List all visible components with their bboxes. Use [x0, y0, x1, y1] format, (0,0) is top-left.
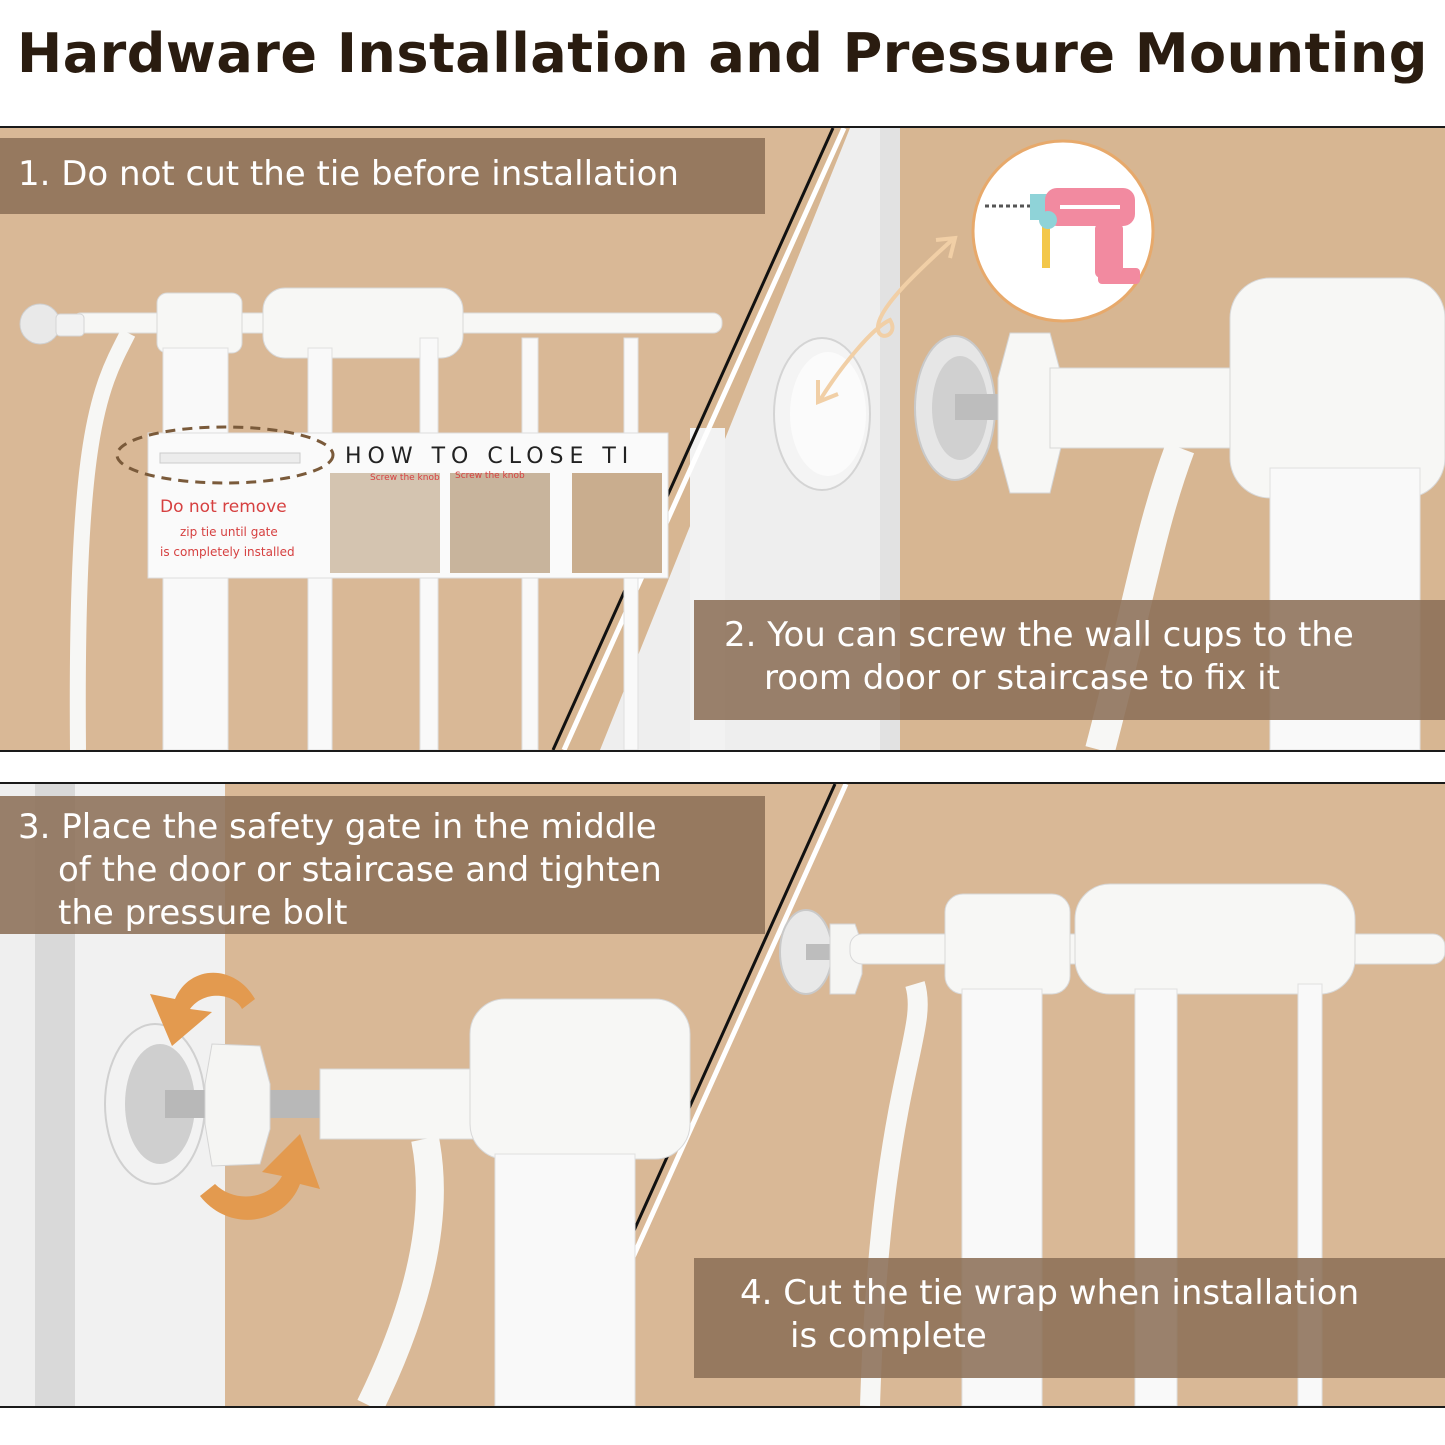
step-3-caption: 3. Place the safety gate in the middle o… — [0, 796, 765, 934]
label-note-1: zip tie until gate — [180, 525, 278, 539]
step-3-text-line-2: of the door or staircase and tighten — [58, 850, 662, 890]
step-3-text-line-3: the pressure bolt — [58, 893, 348, 933]
label-thumb-2: Screw the knob — [455, 471, 525, 481]
instruction-label-card: HOW TO CLOSE TI Do not remove zip tie un… — [115, 425, 669, 579]
rotate-arrows-icon — [150, 972, 320, 1220]
label-thumb-1: Screw the knob — [370, 473, 440, 483]
wall-cup-detached — [773, 337, 871, 491]
pressure-bolt-assembly — [104, 998, 691, 1406]
row-bottom-artwork — [0, 784, 1445, 1406]
label-warning: Do not remove — [160, 497, 287, 517]
step-2-caption: 2. You can screw the wall cups to the ro… — [694, 600, 1445, 720]
step-1-text: 1. Do not cut the tie before installatio… — [18, 154, 679, 194]
step-2-text-line-1: 2. You can screw the wall cups to the — [724, 615, 1354, 655]
page-title: Hardware Installation and Pressure Mount… — [17, 22, 1428, 85]
row-top: HOW TO CLOSE TI Do not remove zip tie un… — [0, 126, 1445, 752]
step-4-caption: 4. Cut the tie wrap when installation is… — [694, 1258, 1445, 1378]
step-2-text-line-2: room door or staircase to fix it — [764, 658, 1280, 698]
step-4-text-line-2: is complete — [790, 1316, 987, 1356]
label-note-2: is completely installed — [160, 545, 295, 559]
label-heading: HOW TO CLOSE TI — [345, 444, 634, 469]
step-4-text-line-1: 4. Cut the tie wrap when installation — [740, 1273, 1360, 1313]
step-1-caption: 1. Do not cut the tie before installatio… — [0, 138, 765, 214]
row-top-artwork: HOW TO CLOSE TI Do not remove zip tie un… — [19, 128, 1445, 750]
curved-arrow-icon — [816, 235, 958, 405]
drill-icon — [971, 139, 1155, 323]
row-bottom: 3. Place the safety gate in the middle o… — [0, 782, 1445, 1408]
step-3-text-line-1: 3. Place the safety gate in the middle — [18, 807, 657, 847]
